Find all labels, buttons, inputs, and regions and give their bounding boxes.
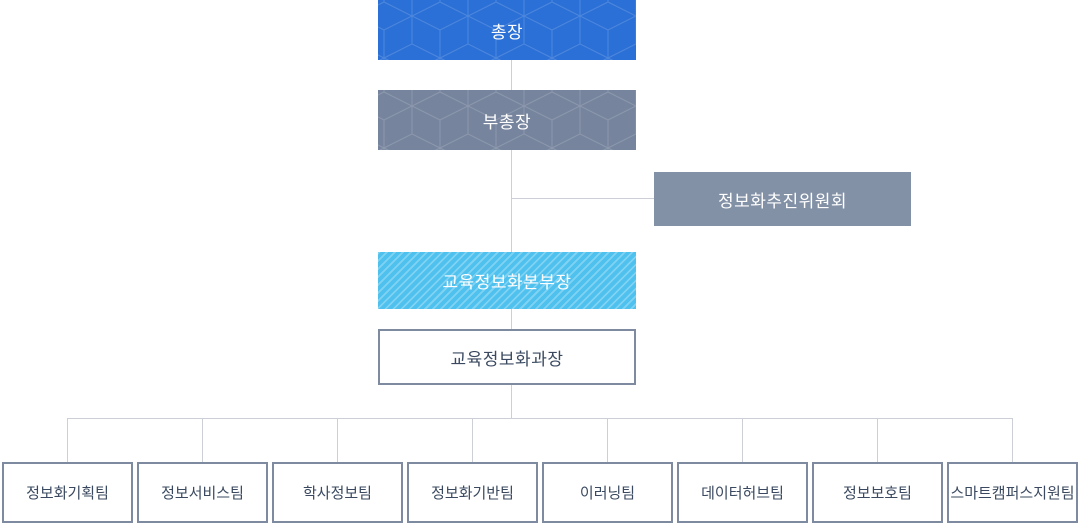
team-label: 정보서비스팀: [161, 485, 244, 502]
team-box: 정보화기반팀: [407, 462, 538, 523]
connector-drop-team-8: [1012, 418, 1013, 462]
team-box: 이러닝팀: [542, 462, 673, 523]
cube-pattern: [378, 0, 636, 60]
node-chief: 교육정보화과장: [378, 329, 636, 385]
node-director-label: 교육정보화본부장: [442, 273, 572, 292]
team-label: 정보보호팀: [842, 485, 912, 502]
team-box: 데이터허브팀: [677, 462, 808, 523]
team-label: 정보화기획팀: [26, 485, 109, 502]
team-label: 데이터허브팀: [701, 485, 784, 502]
cube-pattern: [378, 90, 636, 150]
node-committee: 정보화추진위원회: [654, 172, 911, 226]
connector-vice-director: [511, 150, 512, 252]
connector-drop-team-5: [607, 418, 608, 462]
team-label: 이러닝팀: [579, 485, 636, 502]
node-director: 교육정보화본부장: [378, 252, 636, 309]
team-box: 정보보호팀: [812, 462, 943, 523]
node-president-label: 총장: [490, 22, 524, 42]
connector-drop-team-2: [202, 418, 203, 462]
team-label: 정보화기반팀: [431, 485, 514, 502]
connector-distribution-bar: [67, 418, 1013, 419]
connector-chief-distribution: [511, 385, 512, 418]
connector-drop-team-3: [337, 418, 338, 462]
node-vice-president-label: 부총장: [482, 112, 532, 132]
team-box: 정보화기획팀: [2, 462, 133, 523]
connector-president-vice: [511, 60, 512, 90]
team-label: 학사정보팀: [302, 485, 372, 502]
connector-director-chief: [511, 309, 512, 329]
node-chief-label: 교육정보화과장: [450, 349, 564, 369]
team-label: 스마트캠퍼스지원팀: [950, 485, 1075, 502]
team-box: 스마트캠퍼스지원팀: [947, 462, 1078, 523]
connector-drop-team-7: [877, 418, 878, 462]
connector-drop-team-1: [67, 418, 68, 462]
team-box: 정보서비스팀: [137, 462, 268, 523]
node-committee-label: 정보화추진위원회: [717, 191, 848, 211]
team-box: 학사정보팀: [272, 462, 403, 523]
node-vice-president: 부총장: [378, 90, 636, 150]
connector-drop-team-4: [472, 418, 473, 462]
node-president: 총장: [378, 0, 636, 60]
connector-committee-branch: [512, 198, 654, 199]
connector-drop-team-6: [742, 418, 743, 462]
